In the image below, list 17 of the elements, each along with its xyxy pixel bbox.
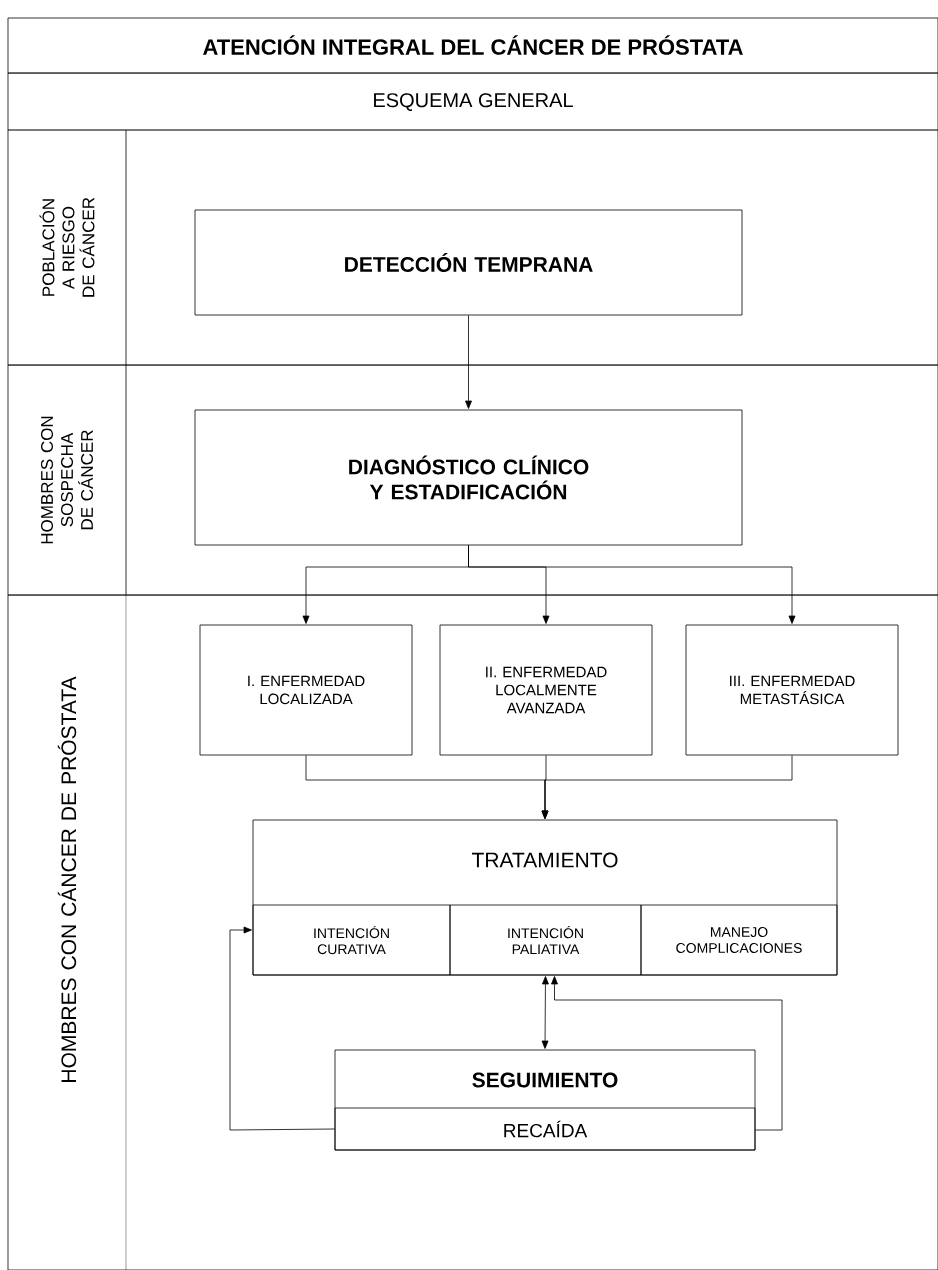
process-box: INTENCIÓN PALIATIVA	[449, 904, 642, 976]
process-box: INTENCIÓN CURATIVA	[252, 904, 451, 976]
arrow	[541, 755, 793, 819]
title-band: ATENCIÓN INTEGRAL DEL CÁNCER DE PRÓSTATA	[7, 17, 938, 74]
arrow	[465, 315, 472, 409]
arrow	[541, 976, 549, 1049]
process-box: DETECCIÓN TEMPRANA	[194, 209, 743, 316]
process-box: III. ENFERMEDAD METASTÁSICA	[685, 624, 899, 756]
process-box: II. ENFERMEDAD LOCALMENTE AVANZADA	[439, 624, 653, 756]
subtitle-band: ESQUEMA GENERAL	[7, 72, 938, 131]
process-box: RECAÍDA	[334, 1107, 756, 1151]
process-box: I. ENFERMEDAD LOCALIZADA	[199, 624, 413, 756]
process-box: DIAGNÓSTICO CLÍNICO Y ESTADIFICACIÓN	[194, 409, 743, 546]
arrow	[229, 926, 335, 1131]
process-box: MANEJO COMPLICACIONES	[640, 904, 838, 976]
arrow	[468, 545, 796, 624]
arrow	[551, 976, 783, 1131]
